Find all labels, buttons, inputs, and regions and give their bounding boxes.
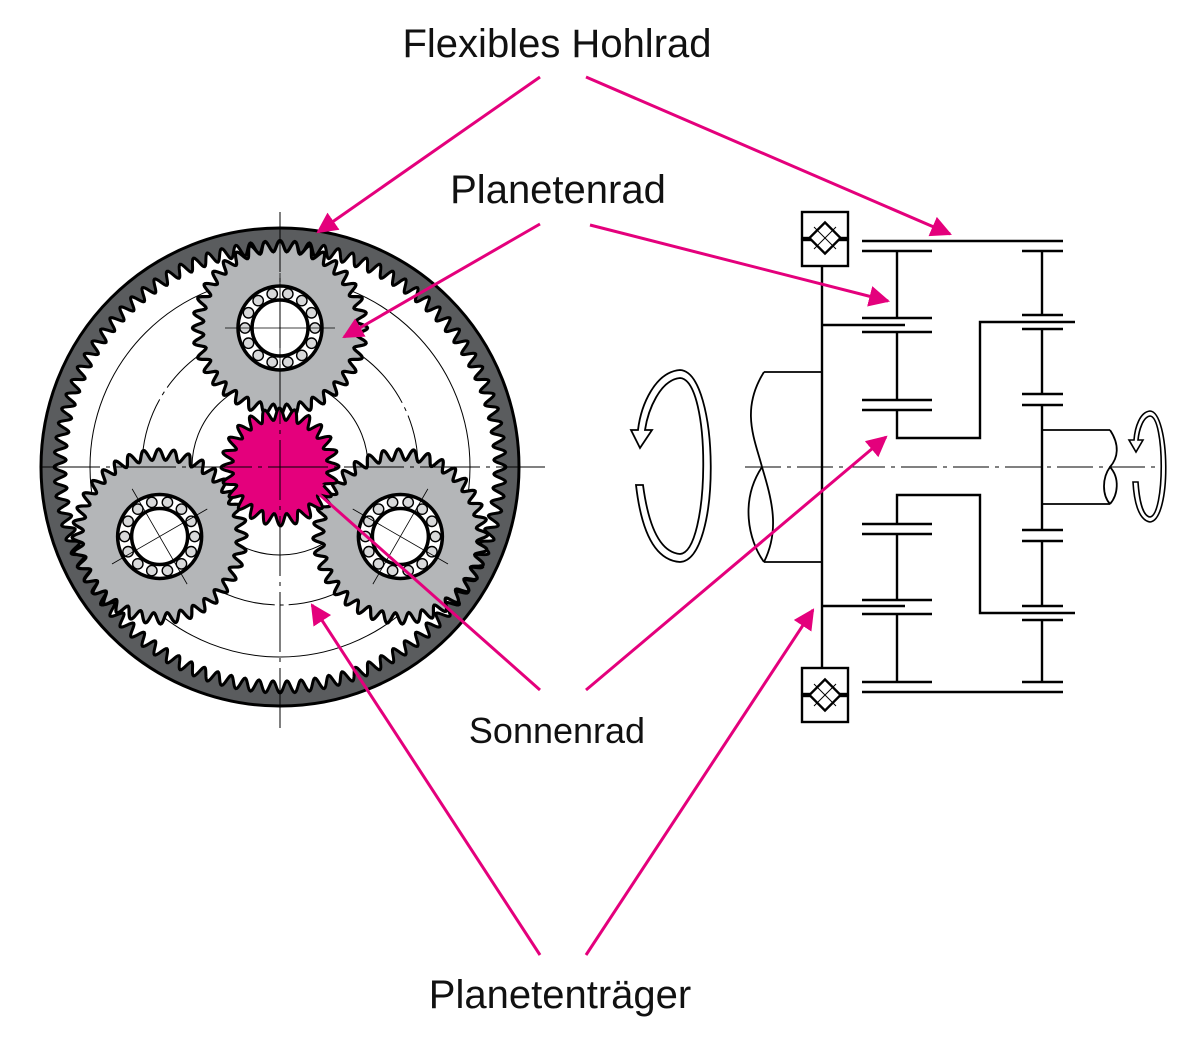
callout-sun-left (301, 478, 541, 692)
bearing-ball (122, 545, 134, 558)
bearing-ball (416, 557, 429, 570)
bearing-ball (426, 515, 438, 528)
label-sun-gear: Sonnenrad (469, 710, 645, 751)
bearing-ball (281, 287, 294, 300)
bearing-ball (362, 515, 375, 528)
label-planet-gear: Planetenrad (450, 168, 666, 212)
callout-sun-right (585, 435, 888, 692)
bearing-ball (252, 349, 265, 362)
callout-ring-gear-right (585, 75, 952, 237)
bearing-ball (266, 356, 279, 369)
output-shaft (1042, 429, 1118, 505)
bearing-ball (402, 564, 415, 577)
bearing-ball (426, 545, 438, 558)
bearing-ball (386, 496, 399, 509)
bearing-ball (185, 545, 198, 558)
bearing-ball (372, 557, 385, 570)
bearing-ball (402, 496, 415, 509)
callout-lines (301, 75, 952, 956)
bearing-ball (161, 496, 174, 509)
bearing-ball (131, 557, 144, 570)
planet-stage-1-top (862, 249, 932, 412)
bearing-ball (161, 564, 174, 577)
callout-carrier-left (310, 603, 542, 956)
callout-planet-right (589, 223, 891, 307)
bearing-ball (118, 530, 131, 543)
label-ring-gear: Flexibles Hohlrad (402, 22, 711, 66)
bearing-ball (386, 564, 399, 577)
planet-gear (70, 447, 249, 626)
bearing-ball (295, 349, 308, 362)
bearing-ball (242, 337, 255, 350)
bearing-ball (131, 503, 144, 516)
bearing-ball (175, 503, 188, 516)
output-rotation-arrow-icon (1127, 410, 1167, 523)
planet-stage-2-bottom (1022, 528, 1063, 684)
input-rotation-arrow-icon (629, 369, 712, 563)
callout-planet-left (342, 222, 541, 339)
bearing-ball (295, 294, 308, 307)
bearing-ball (372, 503, 385, 516)
bearing-ball (362, 545, 375, 558)
bearing-ball (429, 530, 442, 543)
bearing-ball (122, 515, 134, 528)
bottom-bearing-icon (800, 666, 850, 724)
bearing-ball (266, 287, 279, 300)
callout-ring-gear-left (316, 75, 541, 234)
schematic-side-view (629, 210, 1167, 724)
bearing-ball (188, 530, 201, 543)
planet-stage-2-top (1022, 249, 1063, 530)
bearing-ball (305, 337, 318, 350)
planet-bearing-icon (111, 488, 208, 585)
bearing-ball (185, 515, 198, 528)
bearing-ball (145, 496, 158, 509)
label-planet-carrier: Planetenträger (429, 973, 691, 1017)
center-lines (40, 212, 545, 728)
front-view (39, 212, 545, 728)
sun-member-bottom (895, 493, 1075, 615)
bearing-ball (252, 294, 265, 307)
top-bearing-icon (800, 210, 850, 268)
callout-carrier-right (584, 608, 815, 956)
bearing-ball (242, 306, 255, 319)
bearing-ball (145, 564, 158, 577)
bearing-ball (416, 503, 429, 516)
bearing-ball (305, 306, 318, 319)
sun-member-top (895, 320, 1075, 440)
bearing-ball (175, 557, 188, 570)
bearing-ball (281, 356, 294, 369)
planet-stage-1-bottom (862, 522, 932, 684)
